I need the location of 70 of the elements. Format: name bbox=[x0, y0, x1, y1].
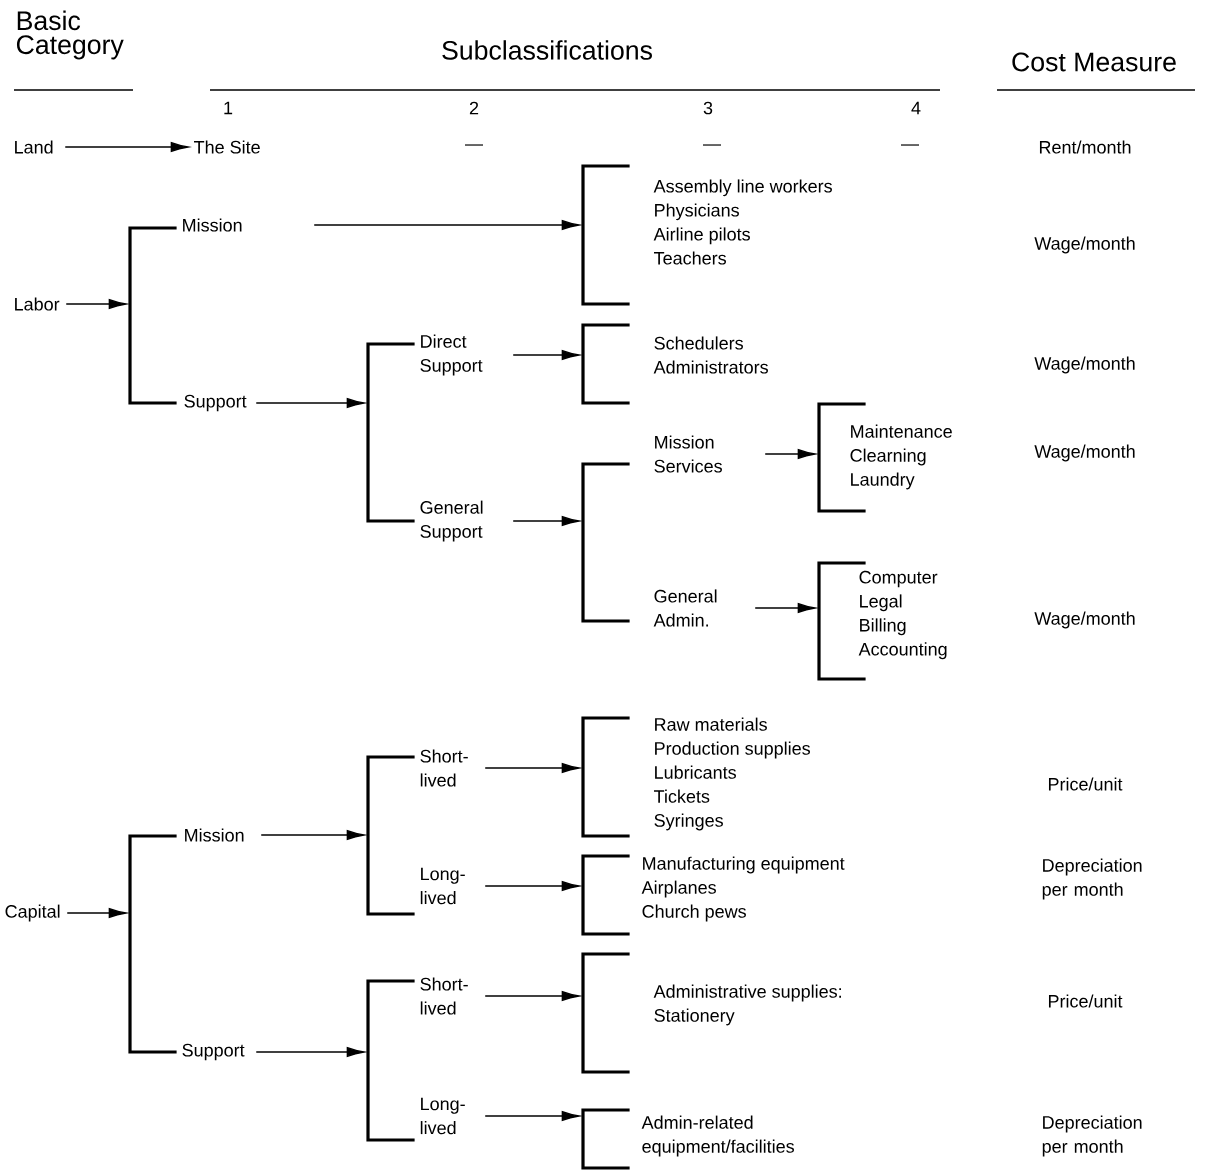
bracket bbox=[128, 834, 177, 1054]
bracket bbox=[581, 462, 630, 623]
dash: — bbox=[901, 144, 919, 146]
dash: — bbox=[465, 144, 483, 146]
column-number: 4 bbox=[911, 101, 921, 115]
arrow bbox=[754, 602, 816, 614]
cost-label: Price/unit bbox=[1048, 777, 1123, 791]
category-label: Land bbox=[15, 140, 53, 154]
category-label: Direct Support bbox=[420, 334, 483, 376]
arrow bbox=[65, 298, 127, 310]
cost-label: Rent/month bbox=[1039, 140, 1131, 154]
category-label: Mission bbox=[183, 218, 242, 232]
arrow bbox=[260, 829, 365, 841]
category-label: Long-lived bbox=[420, 867, 465, 905]
arrow bbox=[484, 1110, 580, 1122]
bracket bbox=[128, 226, 177, 405]
bracket bbox=[366, 342, 415, 523]
category-label: Capital bbox=[5, 904, 60, 922]
category-label: Support bbox=[184, 394, 247, 412]
arrow bbox=[512, 515, 580, 527]
dash: — bbox=[703, 144, 721, 146]
bracket bbox=[581, 323, 630, 405]
category-label: Long-lived bbox=[420, 1097, 465, 1135]
list-text: Schedulers Administrators bbox=[653, 336, 768, 374]
cost-label: Depreciation per month bbox=[1042, 858, 1142, 900]
cost-label: Depreciation per month bbox=[1042, 1115, 1142, 1157]
category-label: Admin-related equipment/facilities bbox=[641, 1115, 794, 1157]
bracket bbox=[581, 164, 630, 306]
heading: Basic Category bbox=[16, 10, 124, 60]
arrow bbox=[764, 448, 816, 460]
category-label: Support bbox=[182, 1043, 245, 1061]
arrow bbox=[255, 1046, 365, 1058]
category-label: Short-lived bbox=[420, 749, 468, 787]
arrow bbox=[255, 397, 365, 409]
arrow bbox=[512, 349, 580, 361]
arrow bbox=[313, 219, 580, 231]
category-label: Mission bbox=[185, 828, 244, 842]
category-label: Short-lived bbox=[420, 977, 468, 1015]
bracket bbox=[366, 979, 415, 1142]
cost-label: Wage/month bbox=[1034, 444, 1135, 462]
cost-label: Wage/month bbox=[1034, 236, 1135, 254]
column-number: 3 bbox=[703, 101, 713, 115]
list-text: Manufacturing equipment Airplanes Church pews bbox=[641, 856, 845, 922]
category-label: General Admin. bbox=[653, 589, 717, 627]
bracket bbox=[366, 755, 415, 916]
cost-label: Wage/month bbox=[1034, 356, 1135, 374]
list-text: Raw materials Production supplies Lubricants Tickets Syringes bbox=[654, 717, 810, 831]
arrow bbox=[66, 907, 127, 919]
arrow bbox=[484, 990, 580, 1002]
category-label: The Site bbox=[194, 140, 260, 154]
bracket bbox=[581, 1108, 630, 1170]
category-label: General Support bbox=[420, 500, 483, 542]
arrow bbox=[484, 762, 580, 774]
list-text: Maintenance Clearning Laundry bbox=[850, 424, 952, 490]
cost-label: Price/unit bbox=[1048, 994, 1123, 1008]
column-number: 2 bbox=[469, 101, 479, 115]
cost-label: Wage/month bbox=[1034, 611, 1135, 629]
category-label: Labor bbox=[15, 297, 60, 311]
list-text: Administrative supplies: Stationery bbox=[653, 984, 841, 1026]
bracket bbox=[581, 854, 630, 936]
column-number: 1 bbox=[224, 101, 233, 115]
arrow bbox=[64, 141, 189, 153]
heading: Cost Measure bbox=[1012, 52, 1176, 72]
heading: Subclassifications bbox=[442, 40, 652, 60]
list-text: Assembly line workers Physicians Airline pilots Teachers bbox=[653, 179, 832, 265]
bracket bbox=[581, 716, 630, 838]
list-text: Computer Legal Billing Accounting bbox=[858, 570, 947, 660]
category-label: Mission Services bbox=[654, 435, 722, 473]
arrow bbox=[484, 880, 580, 892]
bracket bbox=[581, 952, 630, 1074]
